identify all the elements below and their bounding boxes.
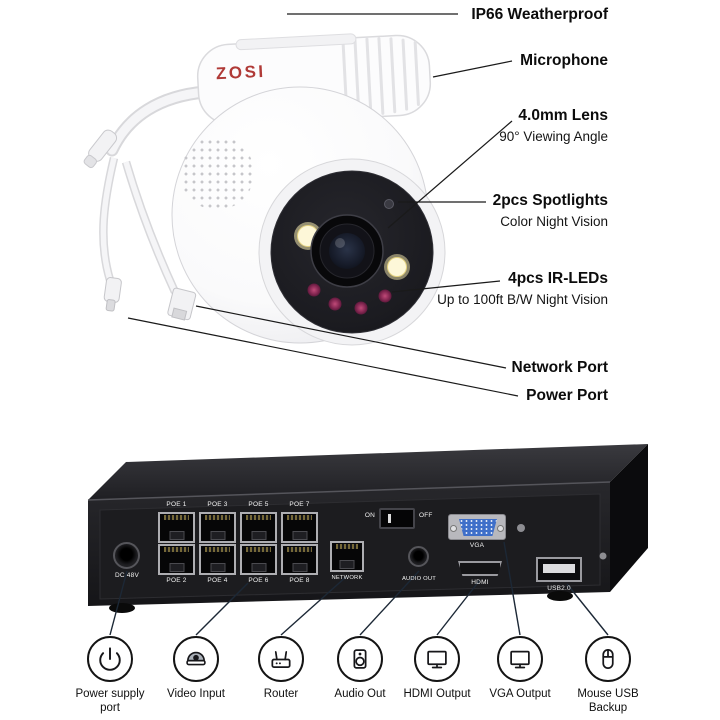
camera-lens — [310, 214, 384, 288]
mouse-icon — [602, 649, 614, 669]
usb-tongue — [543, 564, 575, 573]
legend-item-power — [87, 636, 133, 682]
poe-port-4 — [199, 544, 236, 575]
camera-cables — [83, 85, 212, 321]
audio-out-label: AUDIO OUT — [401, 576, 436, 582]
router-icon — [271, 650, 291, 668]
power-icon — [99, 647, 121, 671]
poe3-label: POE 3 — [207, 501, 228, 508]
legend-label: VGA Output — [489, 688, 551, 700]
poe4-label: POE 4 — [207, 577, 228, 584]
network-label: NETWORK — [331, 575, 363, 581]
legend-label: HDMI Output — [403, 688, 471, 700]
callout-microphone: Microphone — [520, 52, 608, 70]
legend-item-audio-out — [337, 636, 383, 682]
callout-lens: 4.0mm Lens 90° Viewing Angle — [499, 107, 608, 144]
spotlight-leds — [294, 222, 410, 280]
poe8-label: POE 8 — [289, 577, 310, 584]
legend-connector-lines — [109, 541, 609, 636]
callout-title: Power Port — [526, 387, 608, 404]
callout-network-port: Network Port — [512, 359, 608, 377]
callout-title: IP66 Weatherproof — [471, 6, 608, 23]
inline-connector — [83, 129, 118, 169]
poe-port-8 — [281, 544, 318, 575]
legend-label: Audio Out — [334, 688, 386, 700]
legend-item-hdmi-output — [414, 636, 460, 682]
poe6-label: POE 6 — [248, 577, 269, 584]
brand-logo: ZOSI — [215, 61, 267, 84]
usb-port — [536, 557, 582, 582]
dc-power-jack — [113, 542, 140, 569]
callout-power-port: Power Port — [526, 387, 608, 405]
callout-title: 4pcs IR-LEDs — [508, 270, 608, 287]
callout-subtitle: Color Night Vision — [500, 214, 608, 229]
vga-dsub — [459, 519, 497, 536]
speaker-icon — [353, 649, 367, 669]
poe-port-6 — [240, 544, 277, 575]
poe1-label: POE 1 — [166, 501, 187, 508]
poe-port-2 — [158, 544, 195, 575]
speaker-grille — [180, 136, 254, 210]
callout-ir-leds: 4pcs IR-LEDs Up to 100ft B/W Night Visio… — [437, 270, 608, 307]
monitor-icon — [510, 650, 530, 669]
callout-title: 4.0mm Lens — [518, 107, 608, 124]
poe-port-1 — [158, 512, 195, 543]
screw — [599, 552, 607, 560]
callout-title: Network Port — [511, 359, 608, 376]
switch-off-label: OFF — [419, 512, 433, 519]
poe-port-5 — [240, 512, 277, 543]
network-port — [330, 541, 364, 572]
nvr-foot — [109, 603, 135, 613]
legend-item-video-input — [173, 636, 219, 682]
vga-connector — [448, 514, 506, 540]
legend-item-router — [258, 636, 304, 682]
poe-port-7 — [281, 512, 318, 543]
legend-label: Video Input — [167, 688, 225, 700]
callout-subtitle: Up to 100ft B/W Night Vision — [437, 292, 608, 307]
ethernet-pigtail-connector — [167, 287, 197, 321]
audio-out-jack — [408, 546, 429, 567]
monitor-icon — [427, 650, 447, 669]
power-pigtail-connector — [103, 277, 122, 312]
dome-camera-icon — [186, 651, 206, 666]
callout-title: 2pcs Spotlights — [492, 192, 608, 209]
dc-label: DC 48V — [115, 572, 139, 579]
camera-body — [171, 86, 446, 346]
power-switch — [379, 508, 415, 529]
nvr-foot — [547, 591, 573, 601]
callout-title: Microphone — [520, 52, 608, 69]
poe5-label: POE 5 — [248, 501, 269, 508]
callout-weatherproof: IP66 Weatherproof — [471, 6, 608, 24]
legend-item-vga-output — [497, 636, 543, 682]
legend-item-mouse-usb — [585, 636, 631, 682]
poe-port-3 — [199, 512, 236, 543]
poe2-label: POE 2 — [166, 577, 187, 584]
light-sensor — [384, 199, 394, 209]
screw — [517, 524, 525, 532]
switch-on-label: ON — [364, 512, 375, 519]
legend-label: Router — [263, 688, 299, 700]
hdmi-label: HDMI — [471, 579, 489, 586]
callout-spotlights: 2pcs Spotlights Color Night Vision — [493, 192, 608, 229]
callout-subtitle: 90° Viewing Angle — [499, 129, 608, 144]
hdmi-port — [458, 561, 502, 576]
legend-label: Power supply port — [75, 688, 145, 715]
vga-label: VGA — [469, 542, 485, 549]
legend-label: Mouse USB Backup — [577, 688, 639, 715]
poe7-label: POE 7 — [289, 501, 310, 508]
usb-label: USB2.0 — [547, 585, 571, 592]
callout-lines — [127, 13, 519, 397]
ir-leds — [307, 283, 392, 315]
